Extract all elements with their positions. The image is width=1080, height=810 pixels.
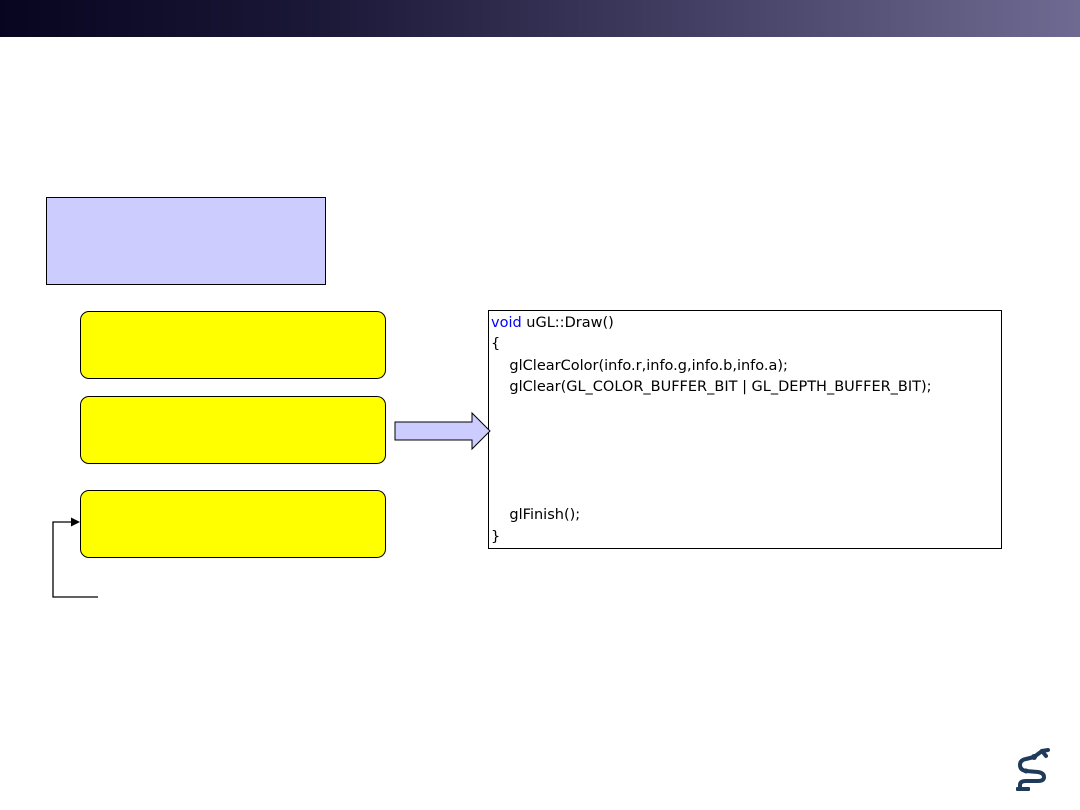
- code-line-4: glClear(GL_COLOR_BUFFER_BIT | GL_DEPTH_B…: [491, 379, 932, 395]
- step-box-2: [80, 396, 386, 464]
- code-line-1: void uGL::Draw(): [491, 313, 614, 333]
- code-line-3: glClearColor(info.r,info.g,info.b,info.a…: [491, 358, 788, 374]
- code-keyword-void: void: [491, 315, 522, 331]
- header-bar: [0, 0, 1080, 37]
- loop-arrowhead-icon: [71, 517, 80, 527]
- title-box: [46, 197, 326, 285]
- robot-arm-logo-icon: [1016, 748, 1050, 791]
- code-block: void uGL::Draw() { glClearColor(info.r,i…: [488, 310, 1002, 549]
- code-line-6: }: [491, 529, 501, 545]
- step-box-3: [80, 490, 386, 558]
- step-box-1: [80, 311, 386, 379]
- code-function-signature: uGL::Draw(): [521, 315, 614, 331]
- right-block-arrow-icon: [394, 411, 491, 451]
- code-line-5: glFinish();: [491, 507, 581, 523]
- code-line-2: {: [491, 336, 501, 352]
